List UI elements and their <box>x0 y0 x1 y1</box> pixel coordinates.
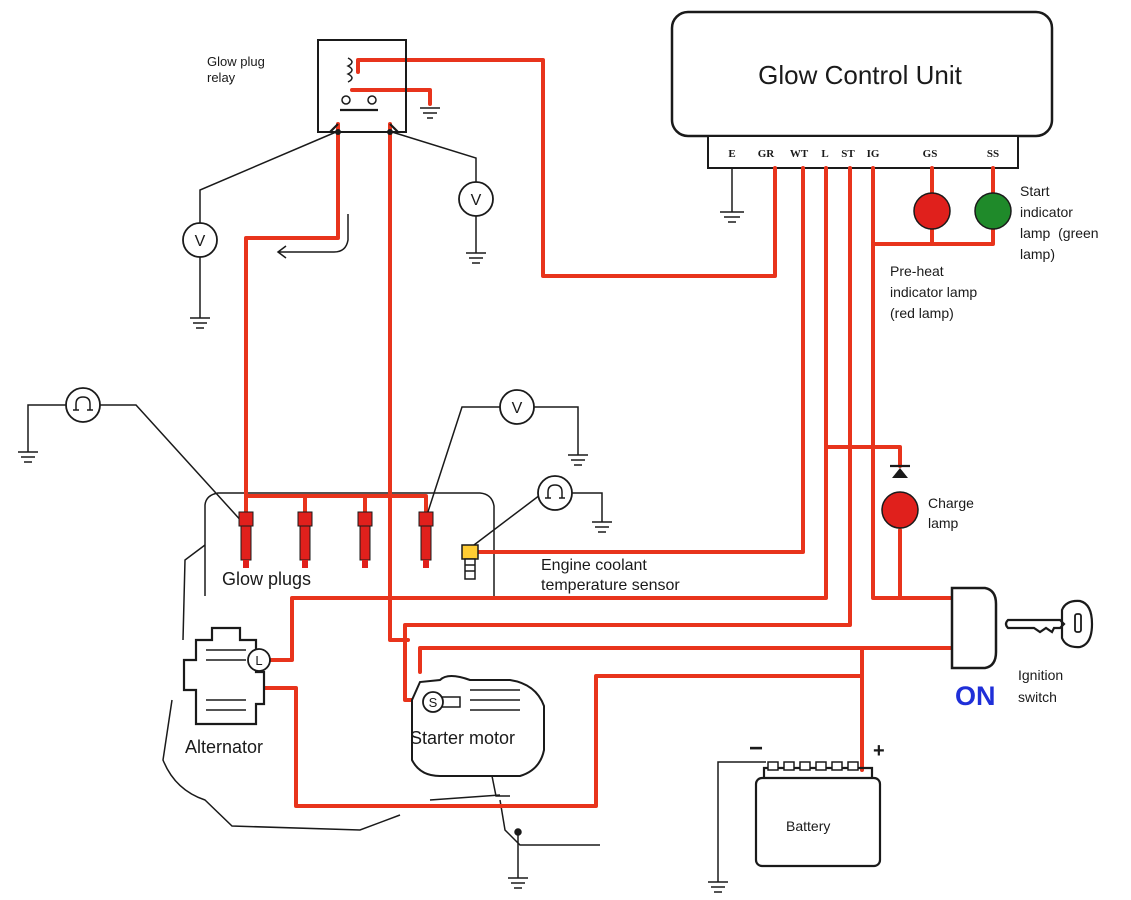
alternator-l-terminal: L <box>247 648 271 672</box>
battery-minus-label: − <box>749 735 763 762</box>
voltmeter-symbol: V <box>195 233 206 250</box>
voltmeter-icon: V <box>391 131 494 264</box>
alternator-terminal-label: L <box>255 653 262 668</box>
starter-motor-label: Starter motor <box>410 728 515 748</box>
terminal-wt: WT <box>790 148 809 160</box>
wire-relay-ground <box>350 88 432 106</box>
terminal-gr: GR <box>758 148 776 160</box>
terminal-gs: GS <box>923 148 938 160</box>
ohmmeter-icon <box>18 387 245 525</box>
glow-plug <box>238 511 254 568</box>
glow-plug-relay <box>317 39 407 135</box>
ignition-switch <box>950 586 998 670</box>
wire-relay-plugs <box>244 122 340 520</box>
glow-control-unit: Glow Control Unit E GR WT L ST IG GS SS <box>670 10 1054 169</box>
terminal-ig: IG <box>867 148 880 160</box>
starter-s-terminal: S <box>422 691 444 713</box>
alternator-label: Alternator <box>185 737 263 757</box>
start-lamp-label-4: lamp) <box>1020 246 1055 262</box>
wire-plug-bus <box>244 494 428 520</box>
relay-coil-icon <box>346 57 353 83</box>
start-lamp-label-2: indicator <box>1020 204 1073 220</box>
coolant-sensor <box>461 544 479 580</box>
charge-lamp-label-1: Charge <box>928 495 974 511</box>
wire-st-starter <box>403 166 852 702</box>
coolant-sensor-label-1: Engine coolant <box>541 557 647 574</box>
diode-icon <box>890 464 910 478</box>
relay-label-2: relay <box>207 70 236 85</box>
glow-plug <box>418 511 434 568</box>
relay-ground-icon <box>420 107 440 119</box>
wire-switch-battery <box>418 646 957 772</box>
glow-plugs-label: Glow plugs <box>222 569 311 589</box>
ground-icon <box>508 828 528 889</box>
starter-motor <box>411 675 545 797</box>
terminal-ss: SS <box>987 148 999 160</box>
starter-terminal-label: S <box>429 695 438 710</box>
ignition-switch-label-2: switch <box>1018 689 1057 705</box>
voltmeter-icon: V <box>182 131 337 329</box>
relay-label-1: Glow plug <box>207 54 265 69</box>
glow-plugs <box>238 511 434 568</box>
voltmeter-symbol: V <box>471 192 482 209</box>
wire-ig-lamps <box>871 226 995 246</box>
key-icon <box>1004 599 1094 649</box>
terminal-st: ST <box>841 148 855 160</box>
control-unit-title: Glow Control Unit <box>758 60 963 90</box>
wire-charge-switch <box>898 528 957 600</box>
charge-lamp-label-2: lamp <box>928 515 959 531</box>
wire-wt-sensor <box>476 166 805 554</box>
wire-l-alternator <box>266 166 828 662</box>
ignition-switch-label-1: Ignition <box>1018 667 1063 683</box>
preheat-lamp-label-1: Pre-heat <box>890 263 944 279</box>
ohmmeter-icon <box>469 475 612 549</box>
start-lamp-label-3: lamp (green <box>1020 225 1099 241</box>
start-lamp-label-1: Start <box>1020 183 1050 199</box>
start-indicator-lamp <box>974 192 1012 230</box>
wire-alternator-battery <box>260 674 864 808</box>
preheat-lamp-label-3: (red lamp) <box>890 305 954 321</box>
wire-ig-switch <box>871 166 957 600</box>
voltmeter-symbol: V <box>512 400 523 417</box>
wire-relay-feed <box>388 122 410 642</box>
preheat-lamp-label-2: indicator lamp <box>890 284 977 300</box>
ground-icon <box>708 761 766 893</box>
charge-lamp <box>881 491 919 529</box>
current-arrow-icon <box>276 214 349 259</box>
wires <box>244 58 995 808</box>
voltmeter-icon: V <box>423 389 588 525</box>
alternator <box>182 626 266 726</box>
terminal-e: E <box>728 148 735 160</box>
ground-icon <box>720 168 744 223</box>
wire-gr-relay <box>356 58 777 278</box>
battery-plus-label: + <box>873 740 885 762</box>
wire-l-charge <box>824 445 902 468</box>
terminal-l: L <box>821 148 828 160</box>
engine-outline <box>162 492 600 846</box>
on-label: ON <box>955 681 996 711</box>
battery <box>754 761 882 868</box>
preheat-indicator-lamp <box>913 192 951 230</box>
glow-plug <box>357 511 373 568</box>
coolant-sensor-label-2: temperature sensor <box>541 577 680 594</box>
battery-label: Battery <box>786 818 830 834</box>
glow-plug <box>297 511 313 568</box>
